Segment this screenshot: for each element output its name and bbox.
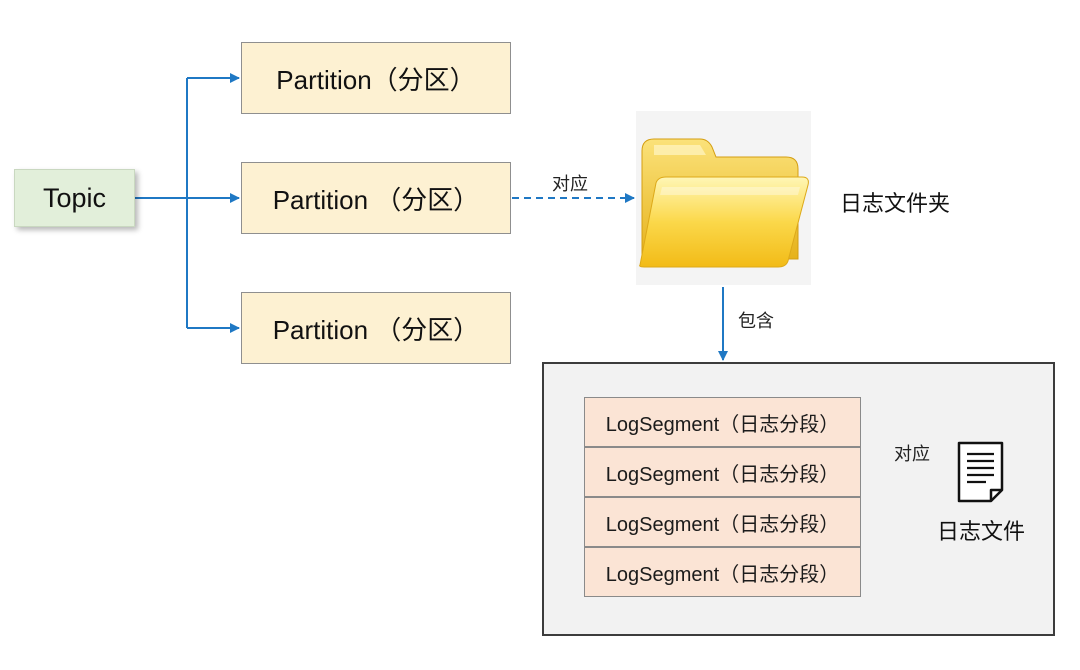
log-segment-label: LogSegment（日志分段） xyxy=(605,513,840,536)
edge-label-segment-file: 对应 xyxy=(894,444,930,464)
topic-to-partitions-connector xyxy=(135,73,240,333)
folder-icon xyxy=(636,111,811,285)
partition-label: Partition （分区） xyxy=(272,184,480,215)
topic-node: Topic xyxy=(14,169,135,227)
log-file-label: 日志文件 xyxy=(937,519,1026,544)
document-icon xyxy=(954,440,1014,504)
partition-node: Partition（分区） xyxy=(241,42,511,114)
partition-label: Partition（分区） xyxy=(276,64,476,95)
partition-label: Partition （分区） xyxy=(272,314,480,345)
log-segment: LogSegment（日志分段） xyxy=(584,397,861,447)
partition-node: Partition （分区） xyxy=(241,162,511,234)
log-segment-label: LogSegment（日志分段） xyxy=(605,563,840,586)
partition-node: Partition （分区） xyxy=(241,292,511,364)
log-segment-label: LogSegment（日志分段） xyxy=(605,413,840,436)
log-segment-label: LogSegment（日志分段） xyxy=(605,463,840,486)
log-segment: LogSegment（日志分段） xyxy=(584,497,861,547)
log-segment: LogSegment（日志分段） xyxy=(584,447,861,497)
topic-label: Topic xyxy=(42,182,107,213)
log-segment: LogSegment（日志分段） xyxy=(584,547,861,597)
edge-label-partition-folder: 对应 xyxy=(552,174,588,194)
edge-label-folder-segments: 包含 xyxy=(738,311,774,331)
folder-label: 日志文件夹 xyxy=(840,191,951,216)
